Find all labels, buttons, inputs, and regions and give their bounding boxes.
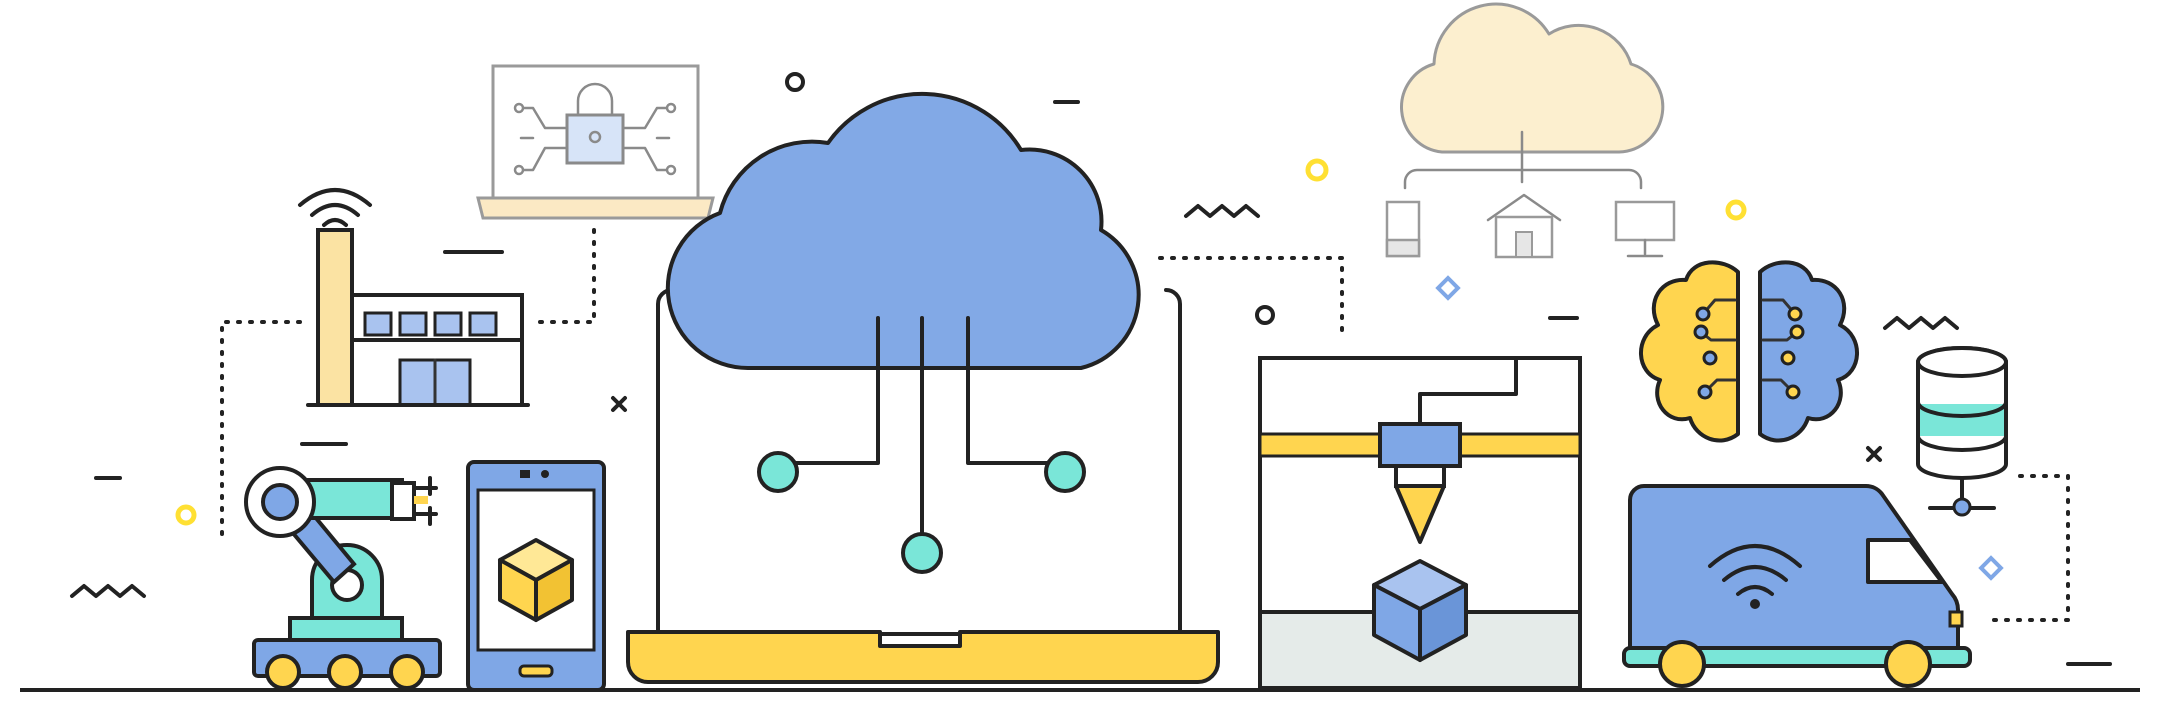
connection-dotted-cloud-printer	[1158, 256, 1344, 342]
decorations	[70, 72, 2112, 666]
connection-dotted-right	[1988, 474, 2070, 622]
database-icon	[1916, 346, 2008, 517]
connection-dotted-factory-laptop	[538, 228, 596, 324]
delivery-van-icon	[1622, 484, 1972, 688]
factory-icon	[298, 188, 530, 407]
cloud-icon	[665, 91, 1141, 574]
connection-dotted-left	[220, 320, 302, 537]
brain-icon	[1639, 260, 1859, 443]
smartphone-icon	[466, 460, 606, 692]
cloud-network-icon	[1385, 2, 1676, 259]
circuit-node-center	[901, 532, 943, 574]
secure-network-laptop-icon	[476, 64, 715, 220]
circuit-node-left	[757, 451, 799, 493]
3d-printer-icon	[1258, 356, 1582, 690]
circuit-node-right	[1044, 451, 1086, 493]
robot-arm-icon	[244, 466, 442, 690]
